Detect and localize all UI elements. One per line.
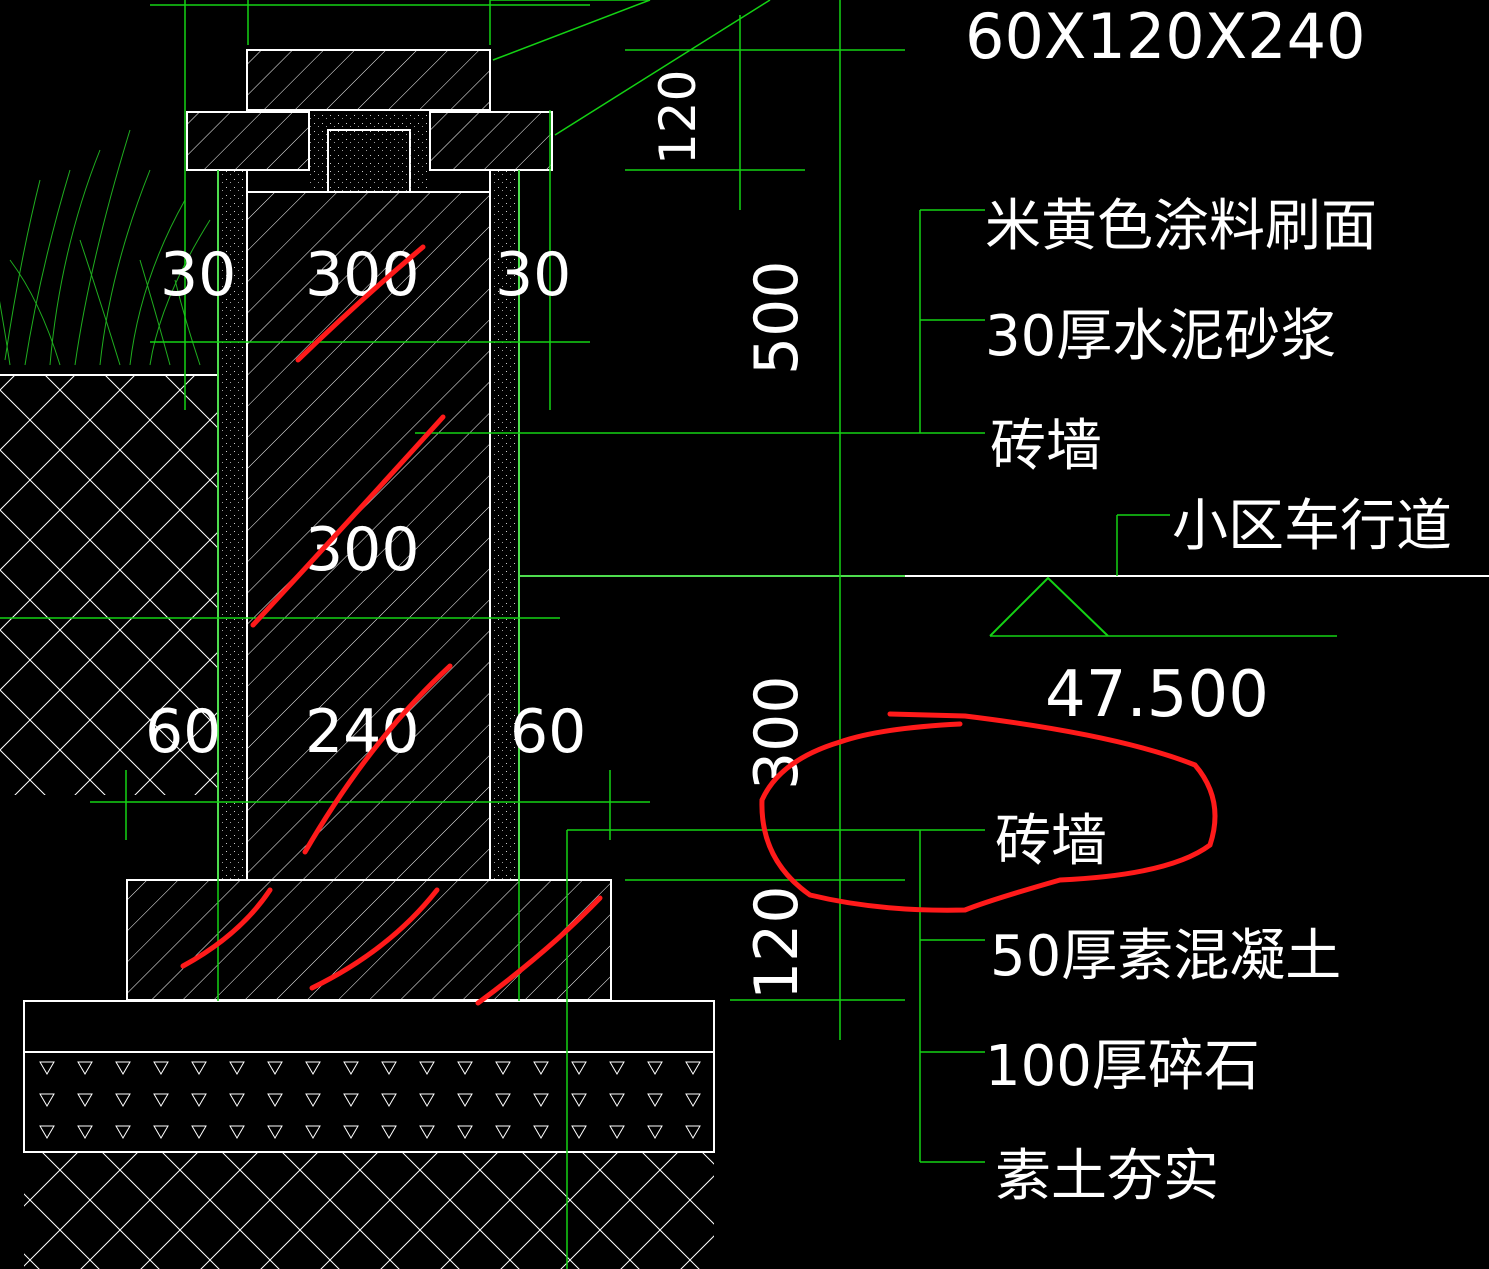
gravel-triangle <box>305 1093 321 1107</box>
gravel-triangle <box>115 1061 131 1075</box>
gravel-triangle <box>153 1093 169 1107</box>
dimension-lines <box>0 0 1337 1269</box>
gravel-triangle <box>533 1061 549 1075</box>
gravel-triangle <box>495 1061 511 1075</box>
gravel-triangle <box>647 1093 663 1107</box>
gravel-triangle <box>153 1125 169 1139</box>
gravel-triangle <box>647 1061 663 1075</box>
gravel-triangles <box>39 1061 701 1139</box>
gravel-triangle <box>609 1125 625 1139</box>
gravel-triangle <box>533 1093 549 1107</box>
gravel-triangle <box>571 1125 587 1139</box>
callout-brick-upper: 砖墙 <box>990 414 1102 479</box>
coping-left <box>186 111 310 171</box>
road-label: 小区车行道 <box>1172 494 1452 559</box>
gravel-base <box>23 1000 715 1153</box>
concrete-footing <box>126 879 612 1001</box>
dim-wall-lower: 300 <box>742 675 812 790</box>
red-markup <box>180 244 1218 1006</box>
dim-wall-upper: 500 <box>742 260 812 375</box>
dim-footing-left: 60 <box>145 697 221 767</box>
gravel-triangle <box>191 1125 207 1139</box>
gravel-triangle <box>267 1061 283 1075</box>
gravel-triangle <box>609 1061 625 1075</box>
gravel-triangle <box>229 1093 245 1107</box>
soil-bottom <box>24 1152 714 1269</box>
elevation-value: 47.500 <box>1045 658 1269 732</box>
gravel-triangle <box>305 1061 321 1075</box>
dim-footing-wall: 240 <box>305 697 420 767</box>
gravel-triangle <box>495 1125 511 1139</box>
gravel-triangle <box>685 1125 701 1139</box>
gravel-triangle <box>419 1061 435 1075</box>
gravel-triangle <box>153 1061 169 1075</box>
gravel-triangle <box>39 1125 55 1139</box>
gravel-triangle <box>305 1125 321 1139</box>
gravel-triangle <box>39 1061 55 1075</box>
callout-gravel: 100厚碎石 <box>985 1034 1260 1099</box>
grass-hatch <box>0 129 211 366</box>
dim-footing-height: 120 <box>742 885 812 1000</box>
dim-cap-height: 120 <box>649 70 707 165</box>
gravel-triangle <box>457 1125 473 1139</box>
gravel-triangle <box>609 1093 625 1107</box>
gravel-triangle <box>267 1125 283 1139</box>
gravel-triangle <box>77 1125 93 1139</box>
dim-mortar-right: 30 <box>495 240 571 310</box>
gravel-triangle <box>457 1093 473 1107</box>
mortar-right <box>489 169 520 881</box>
gravel-triangle <box>685 1093 701 1107</box>
gravel-triangle <box>495 1093 511 1107</box>
callout-paint: 米黄色涂料刷面 <box>985 194 1377 259</box>
gravel-triangle <box>77 1061 93 1075</box>
gravel-triangle <box>39 1093 55 1107</box>
gravel-triangle <box>381 1061 397 1075</box>
gravel-triangle <box>191 1061 207 1075</box>
gravel-triangle <box>381 1125 397 1139</box>
gravel-triangle <box>191 1093 207 1107</box>
elevation-marker <box>989 576 1109 637</box>
coping-right <box>429 111 553 171</box>
gravel-triangle <box>647 1125 663 1139</box>
gravel-triangle <box>229 1125 245 1139</box>
gravel-triangle <box>533 1125 549 1139</box>
gravel-triangle <box>229 1061 245 1075</box>
gravel-triangle <box>571 1093 587 1107</box>
top-spec: 60X120X240 <box>965 0 1366 73</box>
soil-left <box>0 375 218 795</box>
dim-footing-right: 60 <box>510 697 586 767</box>
gravel-triangle <box>571 1061 587 1075</box>
gravel-triangle <box>115 1125 131 1139</box>
callout-concrete: 50厚素混凝土 <box>990 924 1341 989</box>
gravel-triangle <box>77 1093 93 1107</box>
gravel-triangle <box>381 1093 397 1107</box>
dim-mortar-left: 30 <box>160 240 236 310</box>
gravel-triangle <box>343 1125 359 1139</box>
gravel-triangle <box>267 1093 283 1107</box>
gravel-triangle <box>685 1061 701 1075</box>
callout-brick-lower: 砖墙 <box>995 809 1107 874</box>
gravel-triangle <box>343 1061 359 1075</box>
callout-mortar: 30厚水泥砂浆 <box>985 304 1336 369</box>
brick-wall <box>246 191 491 881</box>
highlight-ellipse <box>759 711 1218 913</box>
gravel-triangle <box>115 1093 131 1107</box>
callout-soil: 素土夯实 <box>995 1144 1219 1209</box>
gravel-triangle <box>419 1093 435 1107</box>
gravel-triangle <box>457 1061 473 1075</box>
coping-top <box>246 49 491 111</box>
gravel-triangle <box>419 1125 435 1139</box>
gravel-triangle <box>343 1093 359 1107</box>
